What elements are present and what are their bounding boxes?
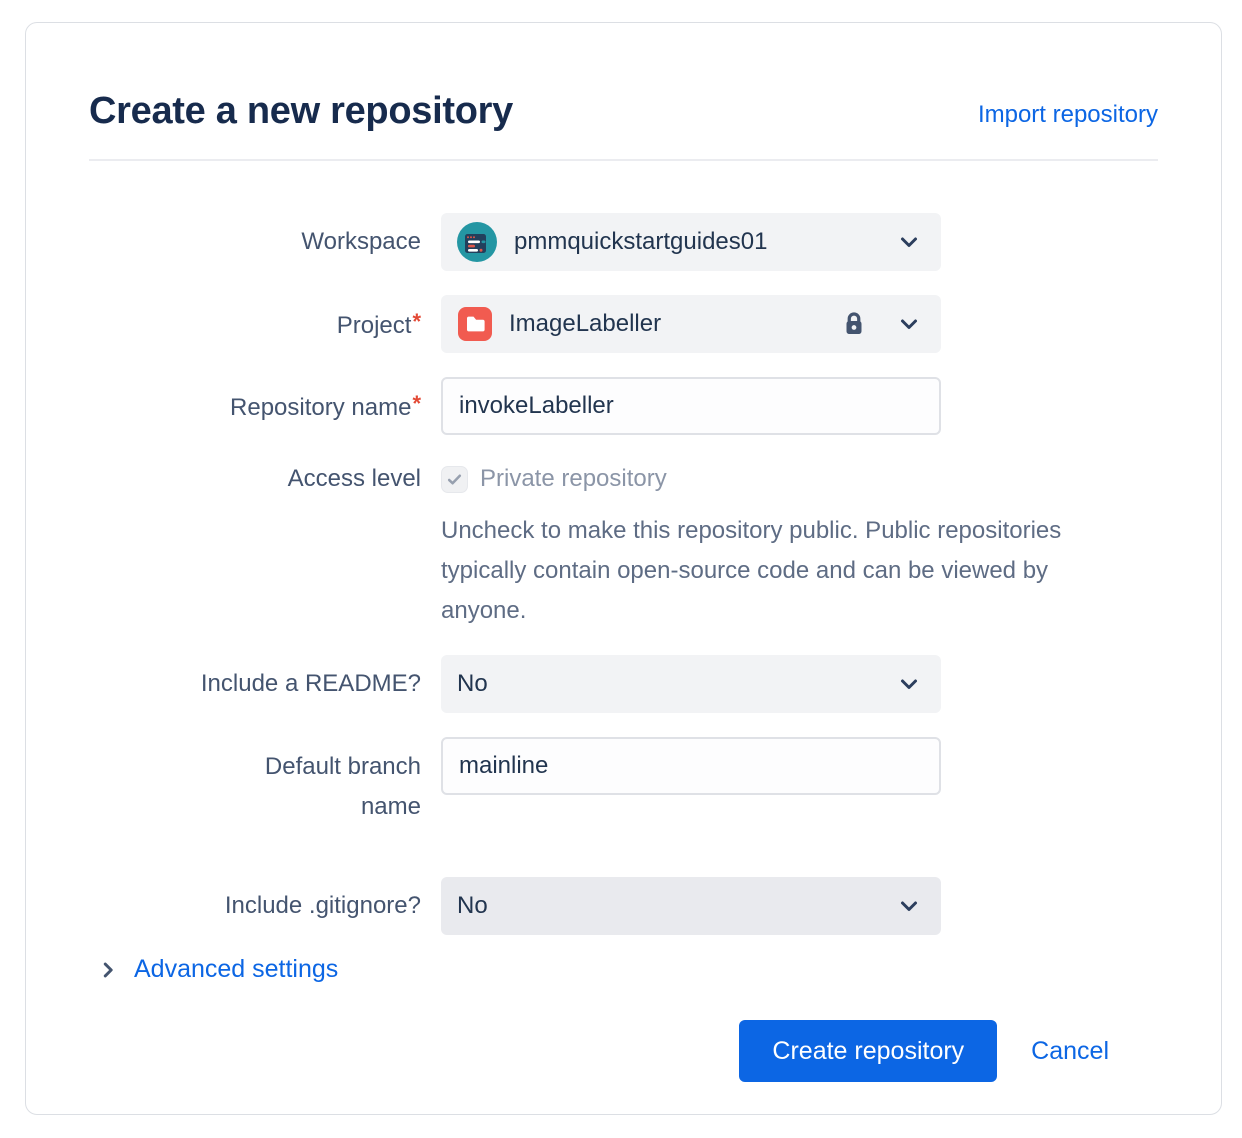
chevron-down-icon	[901, 901, 917, 911]
repository-name-row: Repository name*	[89, 377, 1158, 435]
workspace-value: pmmquickstartguides01	[514, 228, 768, 255]
default-branch-row: Default branch name	[89, 737, 1158, 827]
chevron-down-icon	[901, 319, 917, 329]
private-repository-checkbox[interactable]	[441, 465, 468, 493]
advanced-settings-label: Advanced settings	[134, 955, 339, 983]
cancel-button[interactable]: Cancel	[1031, 1036, 1109, 1065]
workspace-row: Workspace pmmquickstartguides01	[89, 213, 1158, 271]
lock-icon	[846, 312, 862, 334]
project-value: ImageLabeller	[509, 310, 662, 337]
workspace-label: Workspace	[301, 228, 421, 255]
project-row: Project* ImageLabeller	[89, 295, 1158, 353]
header-divider	[89, 159, 1158, 161]
repository-name-input[interactable]	[441, 377, 941, 435]
required-asterisk: *	[412, 391, 421, 416]
readme-row: Include a README? No	[89, 655, 1158, 713]
repository-name-label: Repository name*	[230, 391, 421, 421]
private-repository-option: Private repository	[441, 459, 1113, 499]
checkmark-icon	[447, 474, 462, 484]
project-select[interactable]: ImageLabeller	[441, 295, 941, 353]
gitignore-row: Include .gitignore? No	[89, 877, 1158, 935]
page-title: Create a new repository	[89, 90, 513, 132]
access-level-description: Uncheck to make this repository public. …	[441, 517, 1062, 624]
access-level-label: Access level	[287, 465, 421, 492]
chevron-down-icon	[901, 679, 917, 689]
required-asterisk: *	[412, 309, 421, 334]
chevron-down-icon	[901, 237, 917, 247]
project-label: Project*	[336, 309, 421, 339]
chevron-right-icon	[103, 962, 113, 977]
gitignore-label: Include .gitignore?	[224, 892, 421, 919]
readme-label: Include a README?	[200, 670, 421, 697]
default-branch-label: Default branch name	[264, 753, 421, 820]
readme-value: No	[457, 670, 488, 697]
private-repository-label: Private repository	[480, 465, 667, 492]
default-branch-input[interactable]	[441, 737, 941, 795]
access-level-row: Access level Private repository Uncheck …	[89, 459, 1158, 631]
project-folder-icon	[458, 307, 492, 341]
create-repository-form: Workspace pmmquickstartguides01	[89, 213, 1158, 1082]
workspace-avatar	[457, 222, 497, 262]
create-repository-dialog: Create a new repository Import repositor…	[25, 22, 1222, 1115]
advanced-settings-toggle[interactable]: Advanced settings	[97, 955, 1158, 984]
workspace-select[interactable]: pmmquickstartguides01	[441, 213, 941, 271]
gitignore-value: No	[457, 892, 488, 919]
dialog-footer: Create repository Cancel	[89, 1020, 1158, 1082]
readme-select[interactable]: No	[441, 655, 941, 713]
dialog-header: Create a new repository Import repositor…	[89, 87, 1158, 135]
import-repository-link[interactable]: Import repository	[977, 101, 1158, 128]
gitignore-select[interactable]: No	[441, 877, 941, 935]
access-level-content: Private repository Uncheck to make this …	[441, 459, 1113, 631]
create-repository-button[interactable]: Create repository	[739, 1020, 998, 1082]
